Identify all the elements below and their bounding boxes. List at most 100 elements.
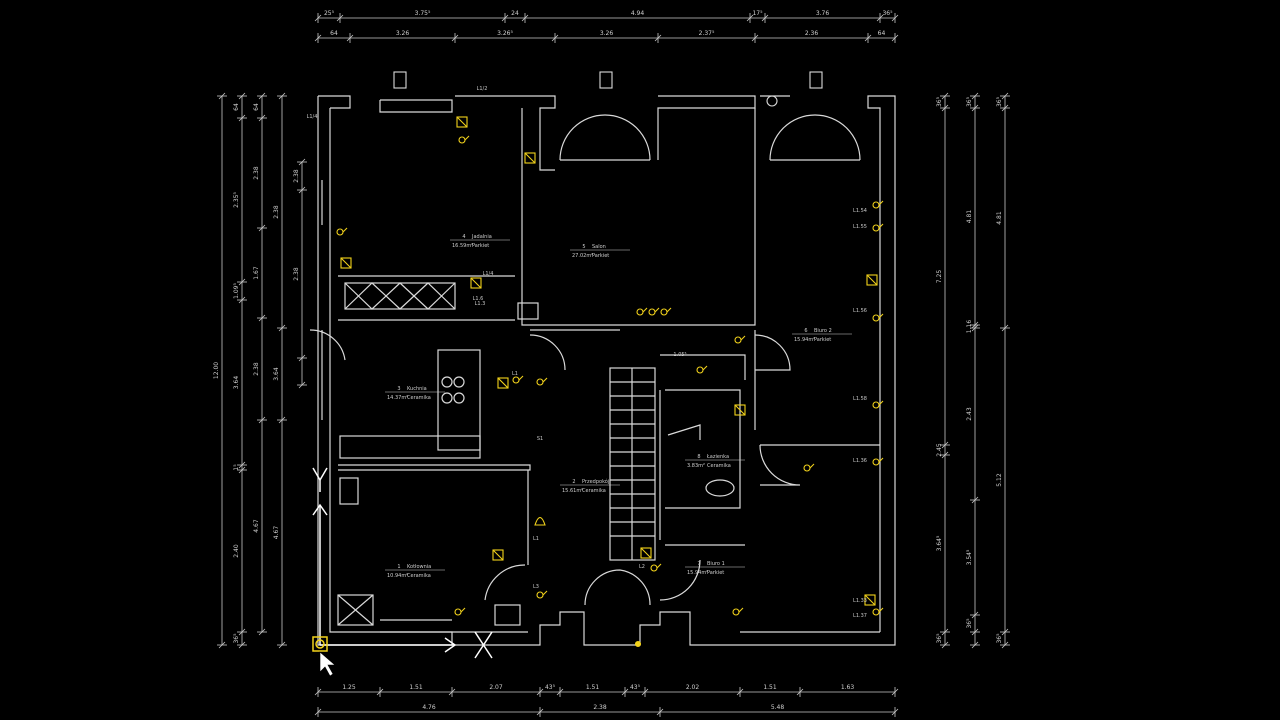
bottom-inner-dimension-tick <box>621 688 629 696</box>
top-outer-dimension-tick <box>761 14 769 22</box>
external-light-icon[interactable] <box>809 71 823 89</box>
socket-symbol[interactable] <box>734 335 746 344</box>
left-a-dimension-tick <box>238 641 246 649</box>
socket-symbol[interactable] <box>454 607 466 616</box>
right-a-dimension-tick <box>941 441 949 449</box>
socket-symbol[interactable] <box>872 400 884 409</box>
left-d-dimension-label: 2.38 <box>293 267 300 281</box>
junction-box[interactable] <box>340 257 352 269</box>
right-b-dimension-tick <box>971 641 979 649</box>
bottom-inner-dimension-label: 1.25 <box>342 684 356 691</box>
left-c-dimension-label: 3.64 <box>273 367 280 381</box>
top-inner-dimension-tick <box>551 34 559 42</box>
junction-box[interactable] <box>470 277 482 289</box>
right-b-dimension-label: 4.81 <box>966 210 973 224</box>
junction-box[interactable] <box>864 594 876 606</box>
right-a-dimension-label: 36⁵ <box>936 96 943 107</box>
socket-symbol[interactable] <box>650 563 662 572</box>
left-total-dimension-label: 12.00 <box>213 362 220 379</box>
junction-box[interactable] <box>734 404 746 416</box>
room-area: 10.94m² <box>387 573 408 579</box>
top-outer-dimension-label: 25⁵ <box>324 10 335 17</box>
right-a-dimension-label: 7.25 <box>936 270 943 284</box>
room-name: Biuro 1 <box>707 561 725 567</box>
left-a-dimension-tick <box>238 466 246 474</box>
bottom-inner-dimension-label: 1.51 <box>586 684 600 691</box>
socket-symbol[interactable] <box>636 307 648 316</box>
external-light-icon[interactable] <box>599 71 613 89</box>
socket-symbol[interactable] <box>336 227 348 236</box>
circuit-label: L1.36 <box>853 458 867 464</box>
junction-box[interactable] <box>456 116 468 128</box>
bottom-inner-dimension-label: 43⁵ <box>630 684 641 691</box>
top-inner-dimension-label: 3.26 <box>600 30 614 37</box>
circuit-label: L2 <box>639 564 645 570</box>
doorbell-button[interactable] <box>634 640 642 648</box>
socket-symbol[interactable] <box>696 365 708 374</box>
left-c-dimension-tick <box>278 641 286 649</box>
socket-symbol[interactable] <box>872 313 884 322</box>
circuit-label: L1.6 <box>473 296 484 302</box>
room-area: 15.61m² <box>562 488 583 494</box>
top-outer-dimension-tick <box>501 14 509 22</box>
circuit-labels: L1/4L1/2L1/4L1.6L1.3L1S1L1L2L3L1.54L1.55… <box>307 86 867 619</box>
circuit-label: L1/4 <box>307 114 318 120</box>
junction-box[interactable] <box>497 377 509 389</box>
room-number: 6 <box>804 328 807 334</box>
socket-symbol[interactable] <box>660 307 672 316</box>
top-outer-dimension-tick <box>746 14 754 22</box>
junction-box[interactable] <box>524 152 536 164</box>
left-total-dimension-tick <box>218 92 226 100</box>
left-d-dimension-tick <box>298 354 306 362</box>
bottom-inner-dimension-tick <box>536 688 544 696</box>
socket-symbol[interactable] <box>872 457 884 466</box>
top-outer-dimension-label: 36⁵ <box>882 10 893 17</box>
junction-box[interactable] <box>640 547 652 559</box>
bottom-inner-dimension-tick <box>641 688 649 696</box>
bell-icon[interactable] <box>534 516 546 526</box>
right-c-dimension-label: 36⁵ <box>996 96 1003 107</box>
socket-symbol[interactable] <box>648 307 660 316</box>
electrical-symbols[interactable] <box>336 71 884 648</box>
left-c-dimension-label: 4.67 <box>273 526 280 540</box>
socket-symbol[interactable] <box>872 200 884 209</box>
right-b-dimension-tick <box>971 92 979 100</box>
room-name: Łazienka <box>706 454 729 460</box>
bottom-inner-dimension-tick <box>891 688 899 696</box>
ucs-cursor[interactable] <box>312 467 493 677</box>
junction-box[interactable] <box>492 549 504 561</box>
socket-symbol[interactable] <box>803 463 815 472</box>
junction-box[interactable] <box>866 274 878 286</box>
bottom-outer-dimension-label: 2.38 <box>593 704 607 711</box>
right-a-dimension-label: 36⁵ <box>936 633 943 644</box>
circuit-label: L1 <box>533 536 539 542</box>
socket-symbol[interactable] <box>732 607 744 616</box>
right-a-dimension-tick <box>941 628 949 636</box>
room-floor: Parkiet <box>592 253 609 259</box>
room-area: 15.94m² <box>794 337 815 343</box>
bottom-inner-dimension-label: 1.63 <box>841 684 855 691</box>
right-c-dimension-label: 36⁵ <box>996 633 1003 644</box>
socket-symbol[interactable] <box>536 590 548 599</box>
socket-symbol[interactable] <box>536 377 548 386</box>
socket-symbol[interactable] <box>872 607 884 616</box>
room-number: 1 <box>397 564 400 570</box>
right-a-dimension-tick <box>941 641 949 649</box>
external-light-icon[interactable] <box>393 71 407 89</box>
left-c-dimension-tick <box>278 324 286 332</box>
socket-symbol[interactable] <box>458 135 470 144</box>
circuit-label: L1.55 <box>853 224 867 230</box>
socket-symbol[interactable] <box>512 375 524 384</box>
right-a-dimension-tick <box>941 92 949 100</box>
socket-symbol[interactable] <box>872 223 884 232</box>
